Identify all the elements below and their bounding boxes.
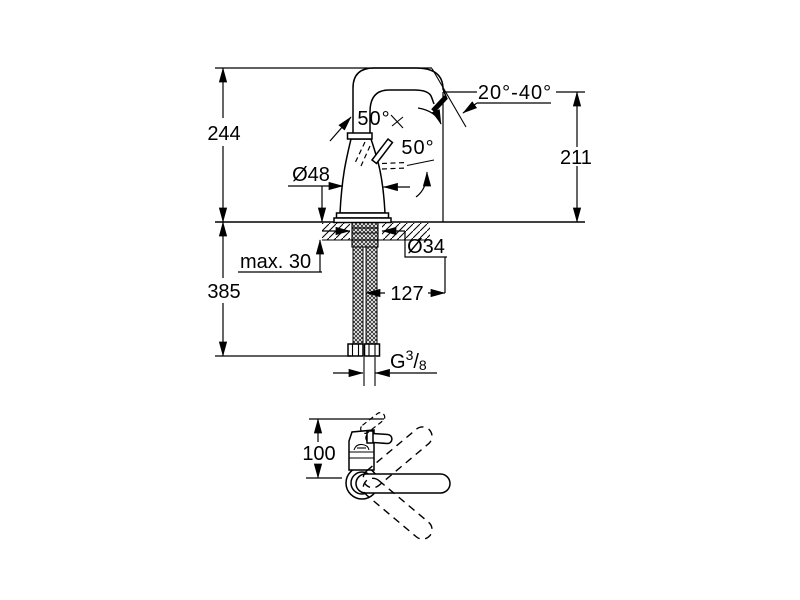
dimension-g38: G3/8 <box>333 347 437 378</box>
base-plate <box>333 217 392 224</box>
dimension-244: 244 <box>207 67 432 223</box>
dimension-50-upper: 50° <box>329 108 390 142</box>
dimension-d34: Ø34 <box>322 226 447 293</box>
dim-label-211: 211 <box>560 147 592 169</box>
lever-handle <box>370 137 394 165</box>
thread-denominator: 8 <box>419 357 427 373</box>
top-view: 100 <box>302 412 451 540</box>
supply-hose-right <box>365 246 378 345</box>
lever-pin <box>366 430 374 444</box>
dimension-127: 127 <box>365 283 446 305</box>
dim-label-50-upper: 50° <box>357 108 390 130</box>
dim-label-20-40: 20°-40° <box>478 82 552 104</box>
dim-label-127: 127 <box>390 283 423 305</box>
spout-inner-contour <box>369 89 435 133</box>
cartridge-body-top-view <box>348 429 393 471</box>
faucet-body <box>333 67 448 224</box>
spout-collar <box>346 132 373 140</box>
dimension-max30: max. 30 <box>238 239 325 273</box>
supply-hose-left <box>352 246 364 345</box>
dimension-211: 211 <box>556 91 592 223</box>
dimension-385: 385 <box>207 221 351 357</box>
thread-numerator: 3 <box>406 347 414 363</box>
lever-tip-cross <box>390 114 404 129</box>
dimension-d48: Ø48 <box>288 164 410 223</box>
dimension-50-lower: 50° <box>401 137 434 198</box>
hose-nut-right <box>363 343 381 357</box>
dim-label-d34: Ø34 <box>407 236 445 258</box>
lever-lowered-dashed <box>381 161 408 170</box>
dim-label-g38: G3/8 <box>390 347 427 373</box>
dim-label-244: 244 <box>207 123 240 145</box>
spout-outlet-face <box>431 95 448 113</box>
thread-prefix: G <box>390 351 406 373</box>
spout-swivel-down-dashed <box>362 477 433 540</box>
dim-label-d48: Ø48 <box>292 164 330 186</box>
mounting-shank <box>351 221 379 248</box>
dimension-100: 100 <box>302 418 384 479</box>
thread-slash: / <box>413 351 419 373</box>
lever-closed-dashed <box>354 141 371 167</box>
dim-label-385: 385 <box>207 281 240 303</box>
shank-and-hoses <box>347 221 381 386</box>
hose-nut-left <box>347 343 364 357</box>
dimension-20-40: 20°-40° <box>417 68 552 222</box>
dim-label-100: 100 <box>302 443 335 465</box>
spout-swivel-up-dashed <box>362 426 433 489</box>
dim-label-50-lower: 50° <box>401 137 434 159</box>
dim-label-max30: max. 30 <box>240 251 311 273</box>
body-taper <box>339 138 386 214</box>
front-view <box>215 67 585 386</box>
dimensions-front: 244 385 211 20°-40° 5 <box>207 67 592 378</box>
spout-top-view <box>355 473 451 494</box>
